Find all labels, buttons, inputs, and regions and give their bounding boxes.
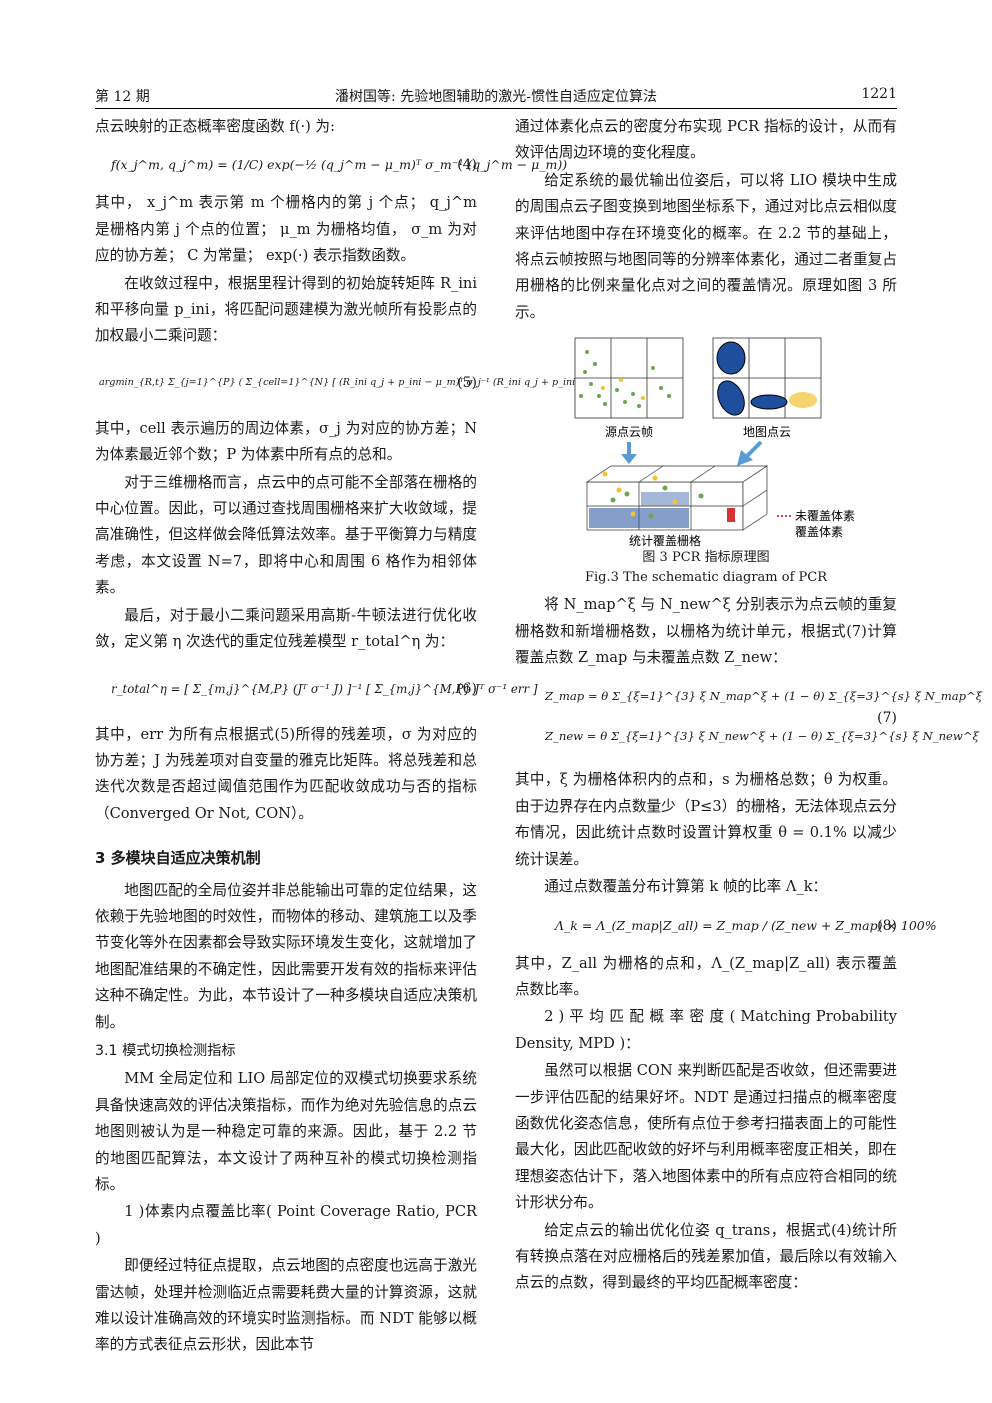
equation-number: (5) (457, 374, 477, 391)
running-header-issue: 第 12 期 (95, 89, 150, 105)
paragraph: 其中，cell 表示遍历的周边体素，σ_j 为对应的协方差；N 为体素最近邻个数… (95, 419, 477, 464)
left-column: 点云映射的正态概率密度函数 f(·) 为: f(x_j^m, q_j^m) = … (95, 114, 627, 1360)
subsection-heading: 3.1 模式切换检测指标 (95, 1042, 236, 1059)
paragraph: MM 全局定位和 LIO 局部定位的双模式切换要求系统具备快速高效的评估决策指标… (95, 1070, 477, 1193)
paragraph: 点云映射的正态概率密度函数 f(·) 为: (95, 118, 335, 135)
map-cloud-grid (712, 337, 822, 419)
section-heading: 3 多模块自适应决策机制 (95, 849, 261, 868)
source-frame-grid (574, 337, 684, 419)
equation-number: (8) (877, 917, 897, 934)
equation-6: r_total^η = [ Σ_{m,j}^{M,P} (Jᵀ σ⁻¹ J) ]… (95, 660, 537, 718)
paragraph: 其中，Z_all 为栅格的点和，Λ_(Z_map|Z_all) 表示覆盖点数比率… (515, 954, 897, 998)
equation-8: Λ_k = Λ_(Z_map|Z_all) = Z_map / (Z_new +… (515, 905, 937, 947)
label-map-cloud: 地图点云 (743, 425, 791, 439)
figure-3: 源点云帧 地图点云 (515, 332, 897, 548)
figure-caption-cn: 图 3 PCR 指标原理图 (642, 550, 770, 566)
equation-5: argmin_{R,t} Σ_{j=1}^{P} ( Σ_{cell=1}^{N… (95, 354, 627, 412)
paragraph: 1 )体素内点覆盖比率( Point Coverage Ratio, PCR ) (95, 1203, 477, 1247)
equation-body: Λ_k = Λ_(Z_map|Z_all) = Z_map / (Z_new +… (555, 917, 937, 933)
paragraph: 其中，ξ 为栅格体积内的点和，s 为栅格总数；θ 为权重。由于边界存在内点数量少… (515, 771, 897, 868)
paragraph: 通过点数覆盖分布计算第 k 帧的比率 Λ_k： (544, 878, 828, 896)
equation-number: (4) (457, 157, 477, 174)
paragraph: 2 ) 平 均 匹 配 概 率 密 度 ( Matching Probabili… (515, 1008, 897, 1052)
paragraph: 地图匹配的全局位姿并非总能输出可靠的定位结果，这依赖于先验地图的时效性，而物体的… (95, 881, 477, 1031)
pcr-schematic: 源点云帧 地图点云 (574, 337, 855, 548)
running-header-page-number: 1221 (861, 86, 897, 102)
paragraph: 在收敛过程中，根据里程计得到的初始旋转矩阵 R_ini 和平移向量 p_ini，… (95, 274, 477, 345)
voxel-stack (585, 465, 769, 531)
equation-4: f(x_j^m, q_j^m) = (1/C) exp(−½ (q_j^m − … (95, 144, 567, 186)
arrow-icon (621, 440, 763, 467)
running-header-title: 潘树国等: 先验地图辅助的激光-惯性自适应定位算法 (335, 89, 657, 105)
equation-body: argmin_{R,t} Σ_{j=1}^{P} ( Σ_{cell=1}^{N… (99, 376, 627, 388)
paragraph: 虽然可以根据 CON 来判断匹配是否收敛，但还需要进一步评估匹配的结果好坏。ND… (515, 1062, 897, 1212)
equation-body: Z_map = θ Σ_{ξ=1}^{3} ξ N_map^ξ + (1 − θ… (545, 689, 983, 704)
header-rule (95, 108, 897, 109)
paragraph: 其中， x_j^m 表示第 m 个栅格内的第 j 个点； q_j^m 是栅格内第… (95, 194, 477, 265)
paragraph: 即便经过特征点提取，点云地图的点密度也远高于激光雷达帧，处理并检测临近点需要耗费… (95, 1257, 477, 1354)
equation-7: Z_map = θ Σ_{ξ=1}^{3} ξ N_map^ξ + (1 − θ… (515, 675, 982, 763)
paragraph: 其中，err 为所有点根据式(5)所得的残差项，σ 为对应的协方差；J 为残差项… (95, 725, 477, 822)
equation-body: r_total^η = [ Σ_{m,j}^{M,P} (Jᵀ σ⁻¹ J) ]… (111, 681, 538, 696)
paragraph: 给定点云的输出优化位姿 q_trans，根据式(4)统计所有转换点落在对应栅格后… (515, 1221, 897, 1292)
paragraph: 给定系统的最优输出位姿后，可以将 LIO 模块中生成的周围点云子图变换到地图坐标… (515, 171, 897, 321)
legend-uncovered-voxel: 未覆盖体素 (795, 509, 855, 523)
equation-number: (6) (457, 680, 477, 697)
paragraph: 对于三维栅格而言，点云中的点可能不全部落在栅格的中心位置。因此，可以通过查找周围… (95, 473, 477, 597)
legend-covered-voxel: 覆盖体素 (795, 525, 843, 539)
equation-body: Z_new = θ Σ_{ξ=1}^{3} ξ N_new^ξ + (1 − θ… (545, 729, 979, 744)
paragraph: 最后，对于最小二乘问题采用高斯-牛顿法进行优化收敛，定义第 η 次迭代的重定位残… (95, 606, 477, 651)
equation-number: (7) (877, 710, 897, 727)
right-column: 通过体素化点云的密度分布实现 PCR 指标的设计，从而有效评估周边环境的变化程度… (515, 114, 982, 1298)
equation-body: f(x_j^m, q_j^m) = (1/C) exp(−½ (q_j^m − … (111, 157, 568, 173)
figure-legend: 未覆盖体素 覆盖体素 (777, 509, 855, 539)
label-statistic-grid: 统计覆盖栅格 (629, 533, 701, 548)
label-source-frame: 源点云帧 (605, 425, 653, 439)
paragraph: 通过体素化点云的密度分布实现 PCR 指标的设计，从而有效评估周边环境的变化程度… (515, 118, 897, 162)
figure-caption-en: Fig.3 The schematic diagram of PCR (584, 570, 828, 586)
paragraph: 将 N_map^ξ 与 N_new^ξ 分别表示为点云帧的重复栅格数和新增栅格数… (515, 596, 897, 667)
